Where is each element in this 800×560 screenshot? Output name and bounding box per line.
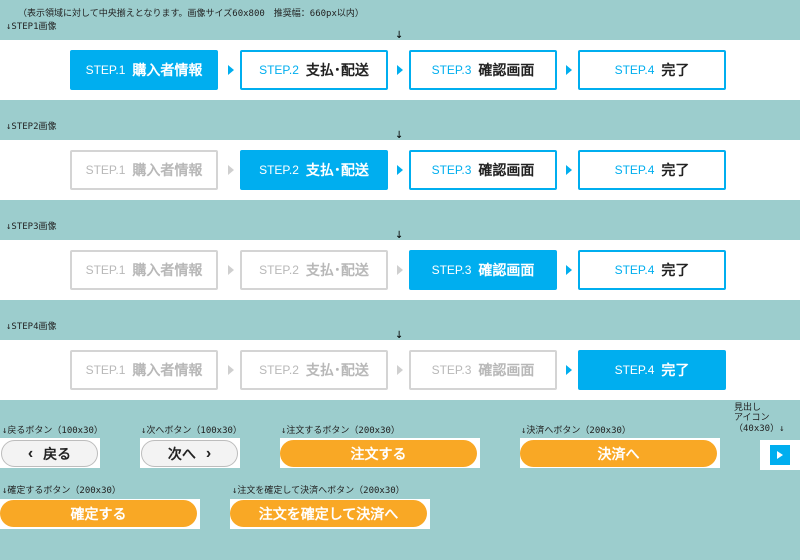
step-title: 購入者情報	[132, 262, 203, 278]
step-separator-arrow	[228, 65, 234, 75]
pay-button[interactable]: 決済へ	[520, 440, 717, 467]
back-button[interactable]: ‹ 戻る	[1, 440, 98, 467]
step4-image-label: ↓STEP4画像	[6, 322, 57, 332]
step1-image-label: ↓STEP1画像	[6, 22, 57, 32]
step-1: STEP.1 購入者情報	[70, 150, 218, 190]
step3-progress-bar: STEP.1 購入者情報 STEP.2 支払･配送 STEP.3 確認画面 STEP.…	[0, 240, 800, 300]
step-2: STEP.2 支払･配送	[240, 350, 388, 390]
step-3: STEP.3 確認画面	[409, 250, 557, 290]
step-title: 確認画面	[478, 262, 535, 278]
center-arrow: ↓	[395, 230, 404, 241]
step2-image-label: ↓STEP2画像	[6, 122, 57, 132]
step-title: 支払･配送	[305, 262, 369, 278]
chevron-right-icon: ›	[205, 444, 212, 462]
next-button-text: 次へ	[167, 445, 196, 462]
step-number: STEP.1	[85, 163, 126, 177]
step-number: STEP.4	[614, 63, 655, 77]
center-arrow: ↓	[395, 130, 404, 141]
step-number: STEP.3	[431, 163, 472, 177]
confirm-button[interactable]: 確定する	[0, 500, 197, 527]
step-4: STEP.4 完了	[578, 50, 726, 90]
step-title: 支払･配送	[305, 362, 369, 378]
header-note: （表示領域に対して中央揃えとなります。画像サイズ60x800 推奨幅：660px…	[18, 9, 364, 19]
step-4: STEP.4 完了	[578, 150, 726, 190]
step4-progress-bar: STEP.1 購入者情報 STEP.2 支払･配送 STEP.3 確認画面 STEP.…	[0, 340, 800, 400]
step-separator-arrow	[566, 265, 572, 275]
step-3: STEP.3 確認画面	[409, 50, 557, 90]
step-number: STEP.1	[85, 363, 126, 377]
confirm-button-label: ↓確定するボタン（200x30）	[2, 486, 121, 496]
step1-progress-bar: STEP.1 購入者情報 STEP.2 支払･配送 STEP.3 確認画面 STEP.…	[0, 40, 800, 100]
step-number: STEP.1	[85, 63, 126, 77]
step-number: STEP.3	[431, 263, 472, 277]
chevron-left-icon: ‹	[27, 444, 34, 462]
step-number: STEP.4	[614, 263, 655, 277]
center-arrow: ↓	[395, 30, 404, 41]
step-separator-arrow	[566, 365, 572, 375]
step-title: 購入者情報	[132, 362, 203, 378]
step-title: 確認画面	[478, 62, 535, 78]
back-button-text: 戻る	[43, 445, 72, 462]
step-title: 完了	[661, 262, 690, 278]
step-4: STEP.4 完了	[578, 250, 726, 290]
step-separator-arrow	[228, 165, 234, 175]
step3-image-label: ↓STEP3画像	[6, 222, 57, 232]
step-separator-arrow	[397, 265, 403, 275]
step-number: STEP.3	[431, 63, 472, 77]
step-2: STEP.2 支払･配送	[240, 150, 388, 190]
step-3: STEP.3 確認画面	[409, 150, 557, 190]
step-separator-arrow	[566, 165, 572, 175]
back-button-label: ↓戻るボタン（100x30）	[2, 426, 103, 436]
step-1: STEP.1 購入者情報	[70, 350, 218, 390]
order-button-label: ↓注文するボタン（200x30）	[281, 426, 400, 436]
step2-progress-bar: STEP.1 購入者情報 STEP.2 支払･配送 STEP.3 確認画面 STEP.…	[0, 140, 800, 200]
step-title: 支払･配送	[305, 62, 369, 78]
next-button-label: ↓次へボタン（100x30）	[141, 426, 242, 436]
heading-icon-label: 見出し アイコン （40x30）↓	[734, 403, 785, 434]
step-number: STEP.2	[259, 63, 299, 77]
step-separator-arrow	[228, 265, 234, 275]
step-title: 確認画面	[478, 362, 535, 378]
step-separator-arrow	[397, 65, 403, 75]
order-button[interactable]: 注文する	[280, 440, 477, 467]
confirm-pay-button[interactable]: 注文を確定して決済へ	[230, 500, 427, 527]
step-title: 完了	[661, 62, 690, 78]
step-number: STEP.4	[614, 163, 655, 177]
step-number: STEP.2	[259, 163, 299, 177]
step-number: STEP.1	[85, 263, 126, 277]
step-2: STEP.2 支払･配送	[240, 50, 388, 90]
step-number: STEP.3	[431, 363, 472, 377]
play-heading-icon[interactable]	[770, 445, 790, 465]
step-title: 完了	[661, 362, 690, 378]
next-button[interactable]: 次へ ›	[141, 440, 238, 467]
step-number: STEP.2	[259, 263, 299, 277]
step-title: 購入者情報	[132, 62, 203, 78]
step-separator-arrow	[397, 165, 403, 175]
confirm-pay-button-label: ↓注文を確定して決済へボタン（200x30）	[232, 486, 405, 496]
step-separator-arrow	[397, 365, 403, 375]
center-arrow: ↓	[395, 330, 404, 341]
step-1: STEP.1 購入者情報	[70, 250, 218, 290]
pay-button-label: ↓決済へボタン（200x30）	[521, 426, 631, 436]
step-separator-arrow	[228, 365, 234, 375]
step-1: STEP.1 購入者情報	[70, 50, 218, 90]
step-2: STEP.2 支払･配送	[240, 250, 388, 290]
step-number: STEP.2	[259, 363, 299, 377]
play-icon	[777, 451, 783, 459]
step-3: STEP.3 確認画面	[409, 350, 557, 390]
step-4: STEP.4 完了	[578, 350, 726, 390]
step-separator-arrow	[566, 65, 572, 75]
step-title: 完了	[661, 162, 690, 178]
step-title: 確認画面	[478, 162, 535, 178]
step-number: STEP.4	[614, 363, 655, 377]
step-title: 購入者情報	[132, 162, 203, 178]
step-title: 支払･配送	[305, 162, 369, 178]
